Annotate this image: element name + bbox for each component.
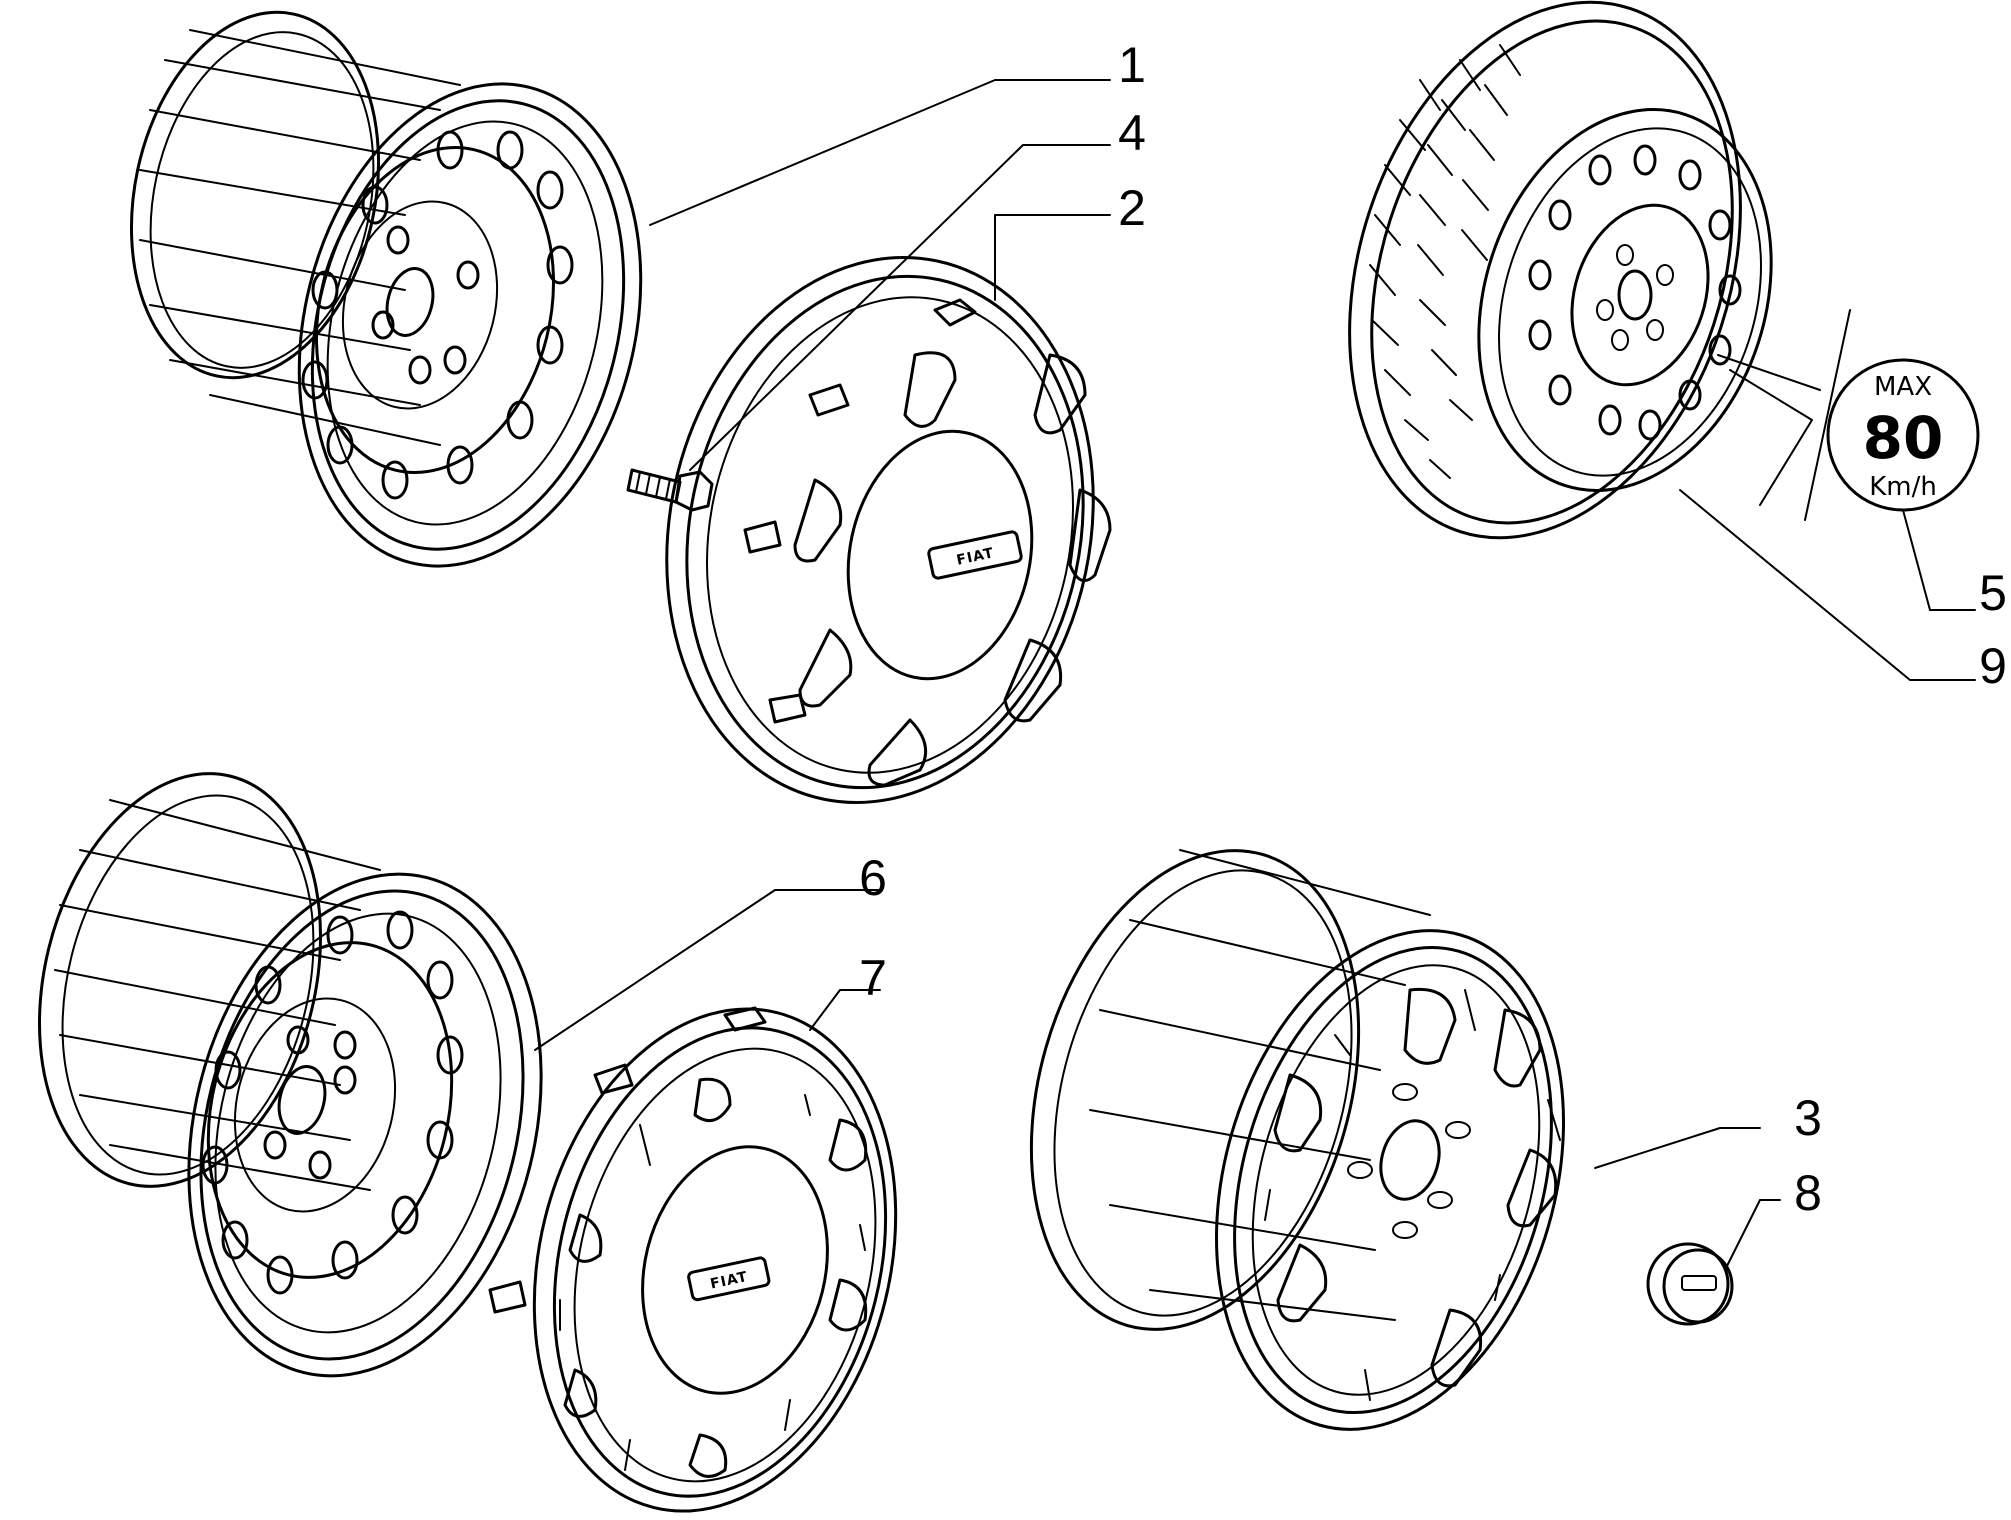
leader-1 <box>649 79 1111 226</box>
leader-5 <box>1902 509 1976 611</box>
leader-2 <box>994 214 1111 301</box>
callout-6: 6 <box>859 850 887 906</box>
callout-5: 5 <box>1979 565 2007 621</box>
callout-1: 1 <box>1118 37 1146 93</box>
callout-numbers: 1 4 2 5 9 6 7 3 8 <box>859 37 2007 1221</box>
callout-7: 7 <box>859 950 887 1006</box>
hubcap-2: FIAT <box>665 255 1112 805</box>
leader-wheel-mark <box>1717 309 1851 521</box>
spare-wheel-tyre-9 <box>1348 0 1773 540</box>
hubcap-logo-bottom: FIAT <box>709 1269 750 1293</box>
badge-speed-value: 80 <box>1863 404 1944 472</box>
badge-unit-label: Km/h <box>1869 472 1937 502</box>
leader-4 <box>689 144 1111 471</box>
callout-4: 4 <box>1118 105 1146 161</box>
alloy-wheel-3 <box>1029 849 1565 1431</box>
steel-wheel-1 <box>129 10 643 568</box>
steel-wheel-6 <box>38 772 543 1378</box>
callout-8: 8 <box>1794 1165 1822 1221</box>
callout-3: 3 <box>1794 1090 1822 1146</box>
callout-9: 9 <box>1979 638 2007 694</box>
leader-7 <box>809 989 881 1031</box>
callout-2: 2 <box>1118 180 1146 236</box>
leader-lines <box>534 79 1976 1271</box>
hubcap-logo-top: FIAT <box>955 545 996 569</box>
centre-cap-8 <box>1646 1242 1734 1326</box>
badge-max-label: MAX <box>1874 372 1932 402</box>
leader-9 <box>1679 489 1976 681</box>
leader-3 <box>1594 1127 1761 1169</box>
speed-limit-badge-5: MAX 80 Km/h <box>1826 358 1980 512</box>
leader-6 <box>534 889 881 1051</box>
leader-8 <box>1724 1199 1781 1271</box>
hubcap-7: FIAT <box>488 1006 898 1513</box>
